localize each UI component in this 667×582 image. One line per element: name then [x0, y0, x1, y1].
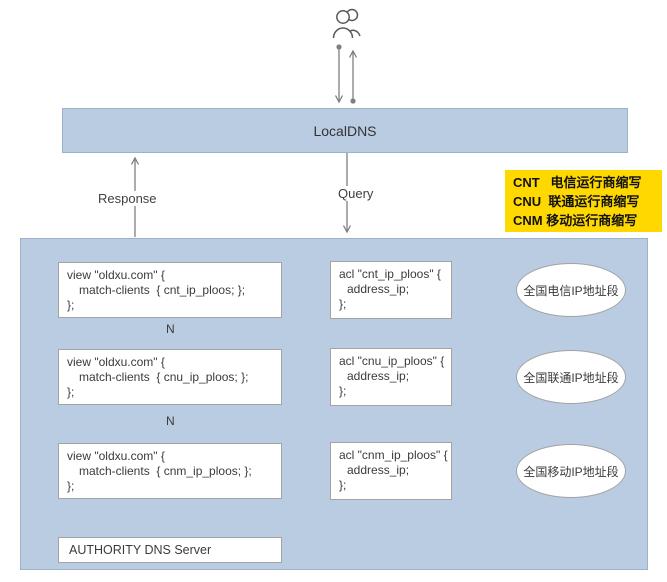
code-line: match-clients { cnm_ip_ploos; };: [79, 464, 252, 478]
code-line: view "oldxu.com" {: [67, 449, 165, 463]
legend-line-cnm: CNM 移动运行商缩写: [513, 213, 638, 228]
view-config-node-1: view "oldxu.com" { match-clients { cnt_i…: [58, 262, 282, 318]
code-line: acl "cnm_ip_ploos" {: [339, 448, 448, 462]
target-ellipse-mobile: 全国移动IP地址段: [516, 444, 626, 498]
legend-line-cnt: CNT 电信运行商缩写: [513, 175, 642, 190]
authority-dns-node: AUTHORITY DNS Server: [58, 537, 282, 563]
code-line: };: [67, 385, 75, 399]
code-line: };: [339, 384, 347, 398]
branch-label-1: N: [166, 322, 175, 336]
query-label: Query: [334, 186, 378, 201]
target-label: 全国电信IP地址段: [523, 283, 619, 298]
view-config-node-3: view "oldxu.com" { match-clients { cnm_i…: [58, 443, 282, 499]
target-label: 全国联通IP地址段: [523, 370, 619, 385]
code-line: };: [67, 298, 75, 312]
response-label: Response: [94, 191, 161, 206]
code-line: address_ip;: [347, 463, 410, 477]
authority-label: AUTHORITY DNS Server: [69, 543, 212, 557]
code-line: address_ip;: [347, 369, 410, 383]
acl-config-node-3: acl "cnm_ip_ploos" { address_ip; };: [330, 442, 452, 500]
target-ellipse-telecom: 全国电信IP地址段: [516, 263, 626, 317]
code-line: match-clients { cnt_ip_ploos; };: [79, 283, 246, 297]
code-line: match-clients { cnu_ip_ploos; };: [79, 370, 249, 384]
localdns-node: LocalDNS: [62, 108, 628, 153]
branch-label-2: N: [166, 414, 175, 428]
code-line: };: [339, 297, 347, 311]
code-line: address_ip;: [347, 282, 410, 296]
query-origin-dot: [336, 44, 342, 50]
code-line: acl "cnu_ip_ploos" {: [339, 354, 445, 368]
target-label: 全国移动IP地址段: [523, 464, 619, 479]
view-config-node-2: view "oldxu.com" { match-clients { cnu_i…: [58, 349, 282, 405]
localdns-label: LocalDNS: [313, 122, 377, 139]
legend-note: CNT 电信运行商缩写 CNU 联通运行商缩写 CNM 移动运行商缩写: [505, 170, 662, 232]
acl-config-node-2: acl "cnu_ip_ploos" { address_ip; };: [330, 348, 452, 406]
code-line: view "oldxu.com" {: [67, 355, 165, 369]
acl-config-node-1: acl "cnt_ip_ploos" { address_ip; };: [330, 261, 452, 319]
code-line: };: [67, 479, 75, 493]
legend-line-cnu: CNU 联通运行商缩写: [513, 194, 640, 209]
code-line: acl "cnt_ip_ploos" {: [339, 267, 441, 281]
code-line: };: [339, 478, 347, 492]
target-ellipse-unicom: 全国联通IP地址段: [516, 350, 626, 404]
response-origin-dot: [350, 98, 356, 104]
code-line: view "oldxu.com" {: [67, 268, 165, 282]
users-icon: [328, 5, 368, 45]
